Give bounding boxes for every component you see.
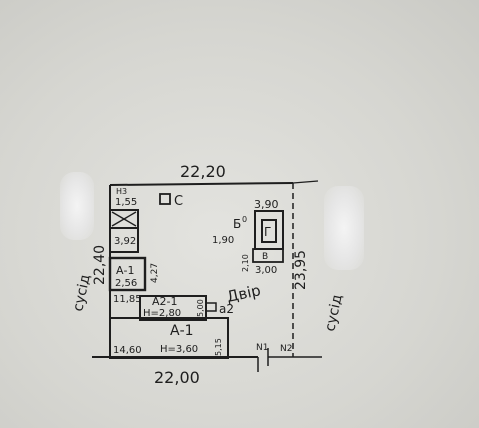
room-v: В xyxy=(262,252,268,262)
corner-nz: Н3 xyxy=(116,187,127,196)
room-a1-upper-area: 2,56 xyxy=(115,278,137,289)
neighbor-right: сусід xyxy=(322,293,345,333)
building-a1-upper xyxy=(108,256,147,292)
marker-square xyxy=(159,193,171,205)
yard-label: Двір xyxy=(225,281,262,306)
dim-210: 2,10 xyxy=(241,254,250,272)
gate-n1: N1 xyxy=(256,343,268,353)
room-g-sub: 0 xyxy=(242,215,247,224)
house-a1 xyxy=(109,317,229,359)
room-a2-width: 5,00 xyxy=(196,299,205,317)
dim-1460: 14,60 xyxy=(113,345,142,356)
room-a1-height: Н=3,60 xyxy=(160,344,198,355)
boundary-top-ext xyxy=(292,180,319,184)
building-g-inner xyxy=(261,219,277,243)
marker-a2-box xyxy=(205,302,217,312)
gate-n2: N2 xyxy=(280,344,292,354)
room-a2-height: Н=2,80 xyxy=(143,308,181,319)
marker-c: С xyxy=(174,194,183,209)
dim-392: 3,92 xyxy=(114,236,136,247)
room-g-label: Б xyxy=(233,217,241,231)
dim-top: 22,20 xyxy=(180,162,226,181)
boundary-top xyxy=(109,182,294,186)
dim-427: 4,27 xyxy=(150,263,160,283)
redacted-area-left xyxy=(60,172,94,240)
building-v xyxy=(252,248,284,263)
marker-a2: а2 xyxy=(219,302,234,316)
neighbor-left: сусід xyxy=(70,273,93,313)
building-small-2 xyxy=(109,227,139,253)
dim-190: 1,90 xyxy=(212,235,234,246)
label-155: 1,55 xyxy=(115,197,137,208)
dim-right: 23,95 xyxy=(293,250,309,290)
dim-left: 22,40 xyxy=(92,245,108,285)
room-a1: А-1 xyxy=(170,323,194,339)
dim-300: 3,00 xyxy=(255,265,277,276)
room-a1-upper: А-1 xyxy=(116,264,135,277)
dim-515: 5,15 xyxy=(214,338,223,356)
room-g-letter: Г xyxy=(264,225,271,239)
dim-bottom: 22,00 xyxy=(154,368,200,387)
dim-1185: 11,85 xyxy=(113,294,142,305)
redacted-area-right xyxy=(324,186,364,270)
dim-390: 3,90 xyxy=(254,198,279,211)
room-a2: А2-1 xyxy=(152,295,178,308)
